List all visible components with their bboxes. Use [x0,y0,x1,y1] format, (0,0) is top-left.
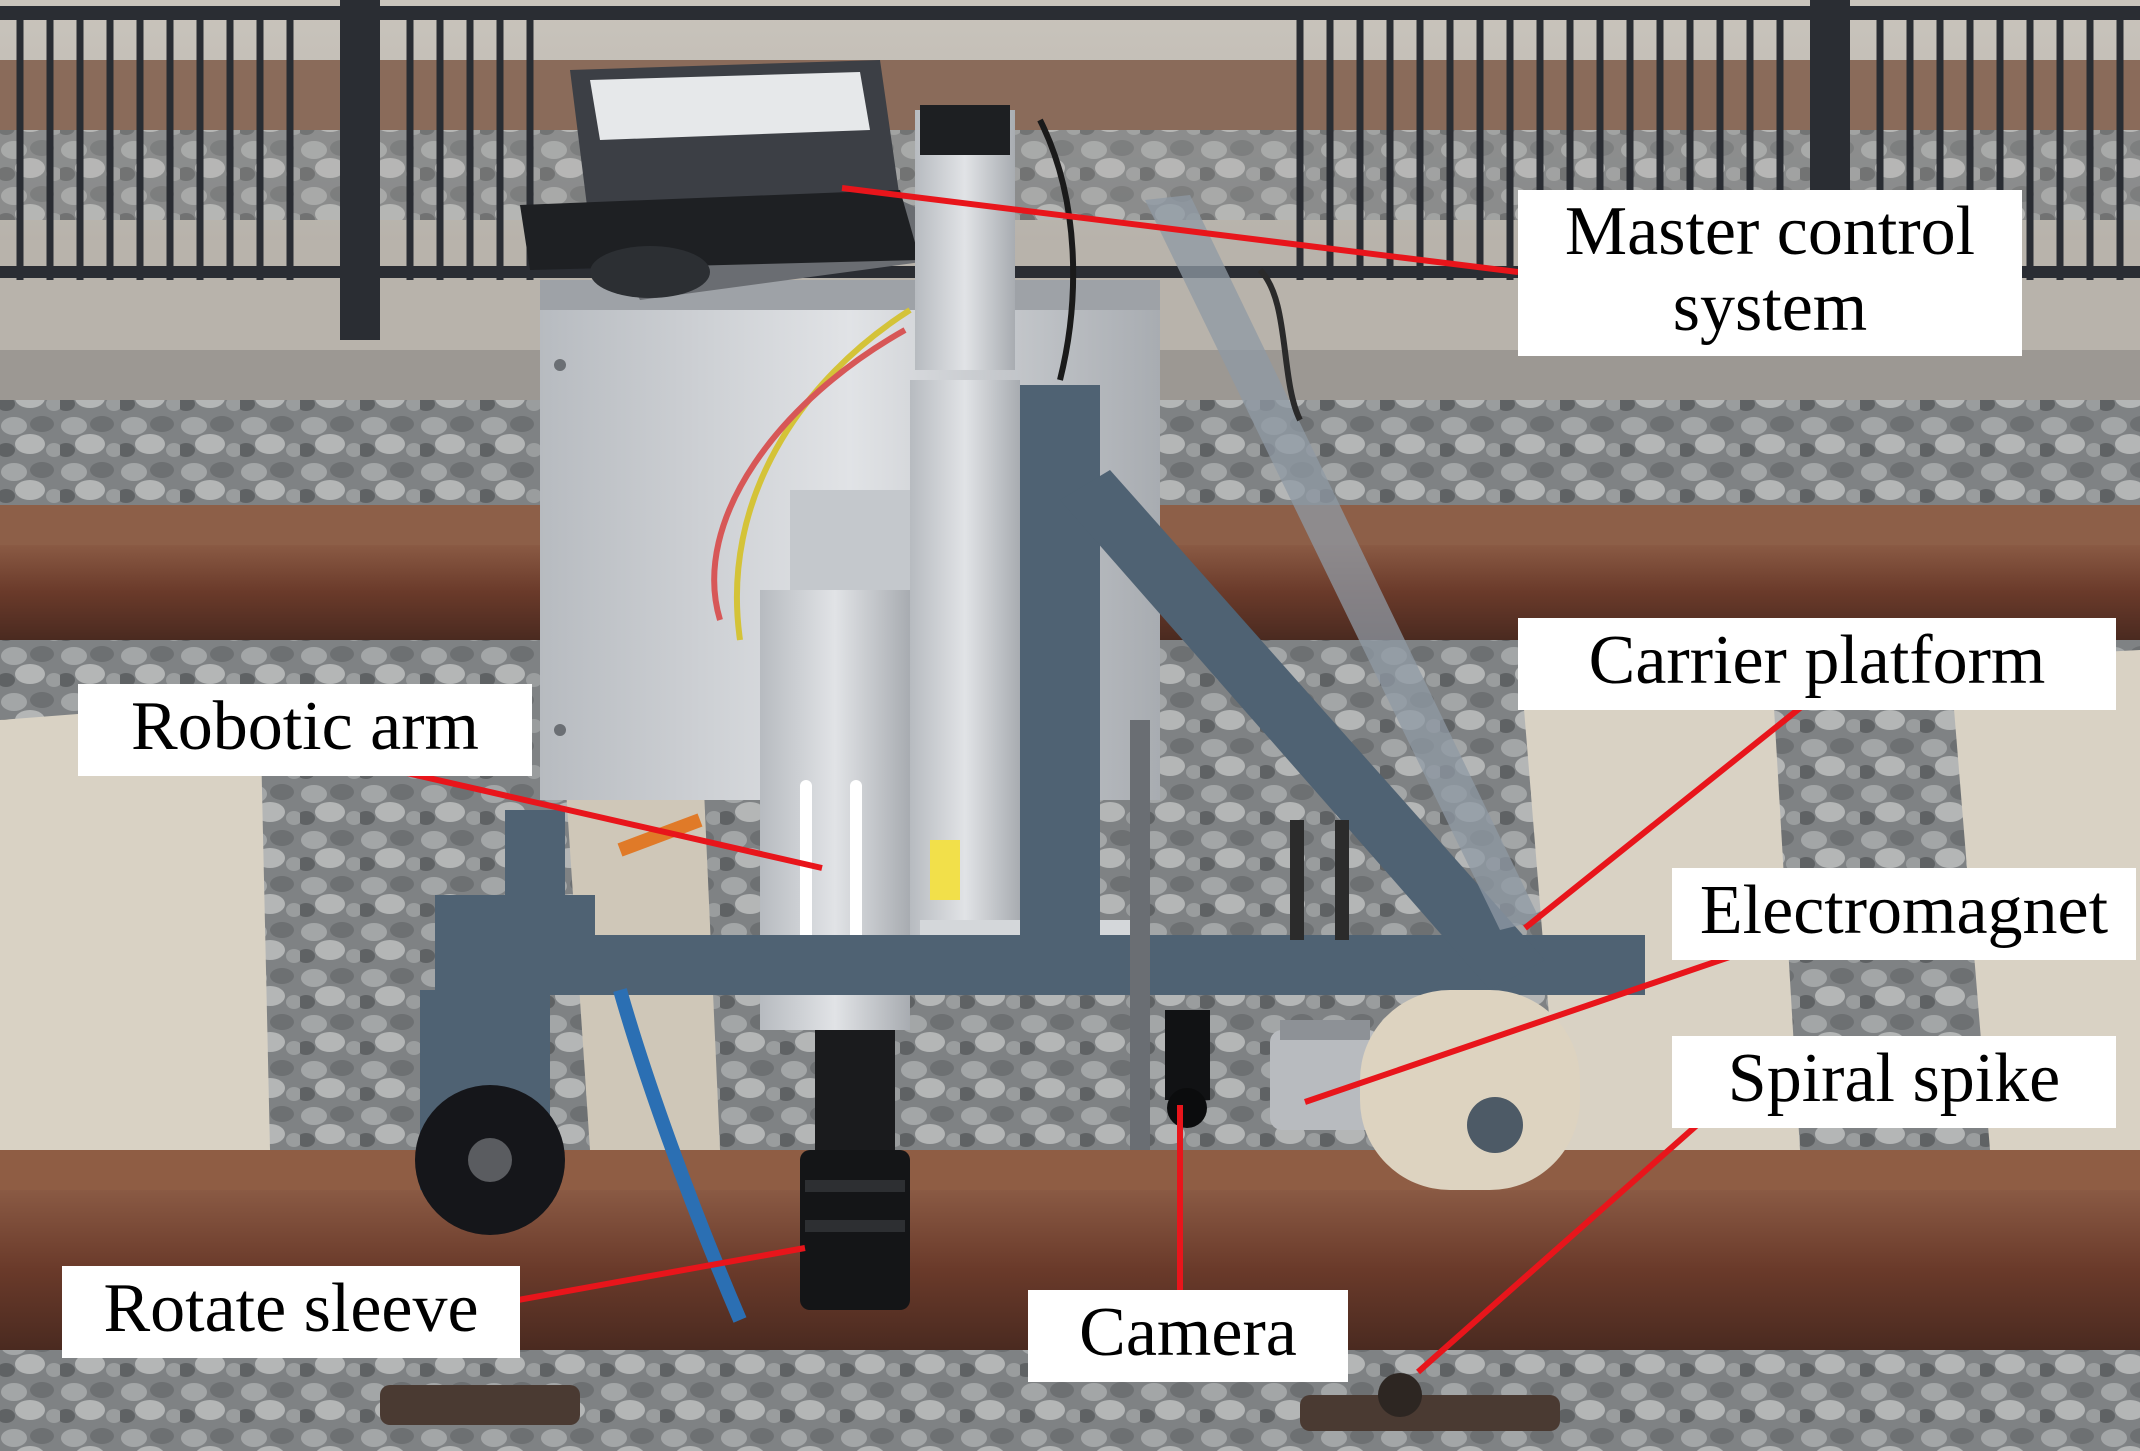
leader-spiral-spike [1416,1115,1707,1375]
solar-panel [1145,195,1540,930]
rail-clips [380,1373,1560,1431]
label-master-control-line1: Master control [1564,193,1976,270]
label-rotate-sleeve: Rotate sleeve [62,1266,520,1358]
carrier-frame [420,385,1645,1190]
label-camera: Camera [1028,1290,1348,1382]
leader-carrier-platform [1523,697,1812,931]
label-master-control-line2: system [1672,269,1868,346]
label-spiral-spike: Spiral spike [1672,1036,2116,1128]
label-electromagnet: Electromagnet [1672,868,2136,960]
leader-rotate-sleeve [495,1245,806,1307]
label-master-control-system: Master control system [1518,190,2022,356]
leader-lines [384,185,1812,1375]
rotate-sleeve [800,1030,910,1310]
label-carrier-platform: Carrier platform [1518,618,2116,710]
leader-robotic-arm [384,765,823,871]
wheels [415,990,1580,1235]
electromagnet-body [1270,820,1380,1130]
leader-master-control [841,185,1519,275]
label-robotic-arm: Robotic arm [78,684,532,776]
camera-body [1130,720,1210,1150]
leader-electromagnet [1304,947,1751,1105]
